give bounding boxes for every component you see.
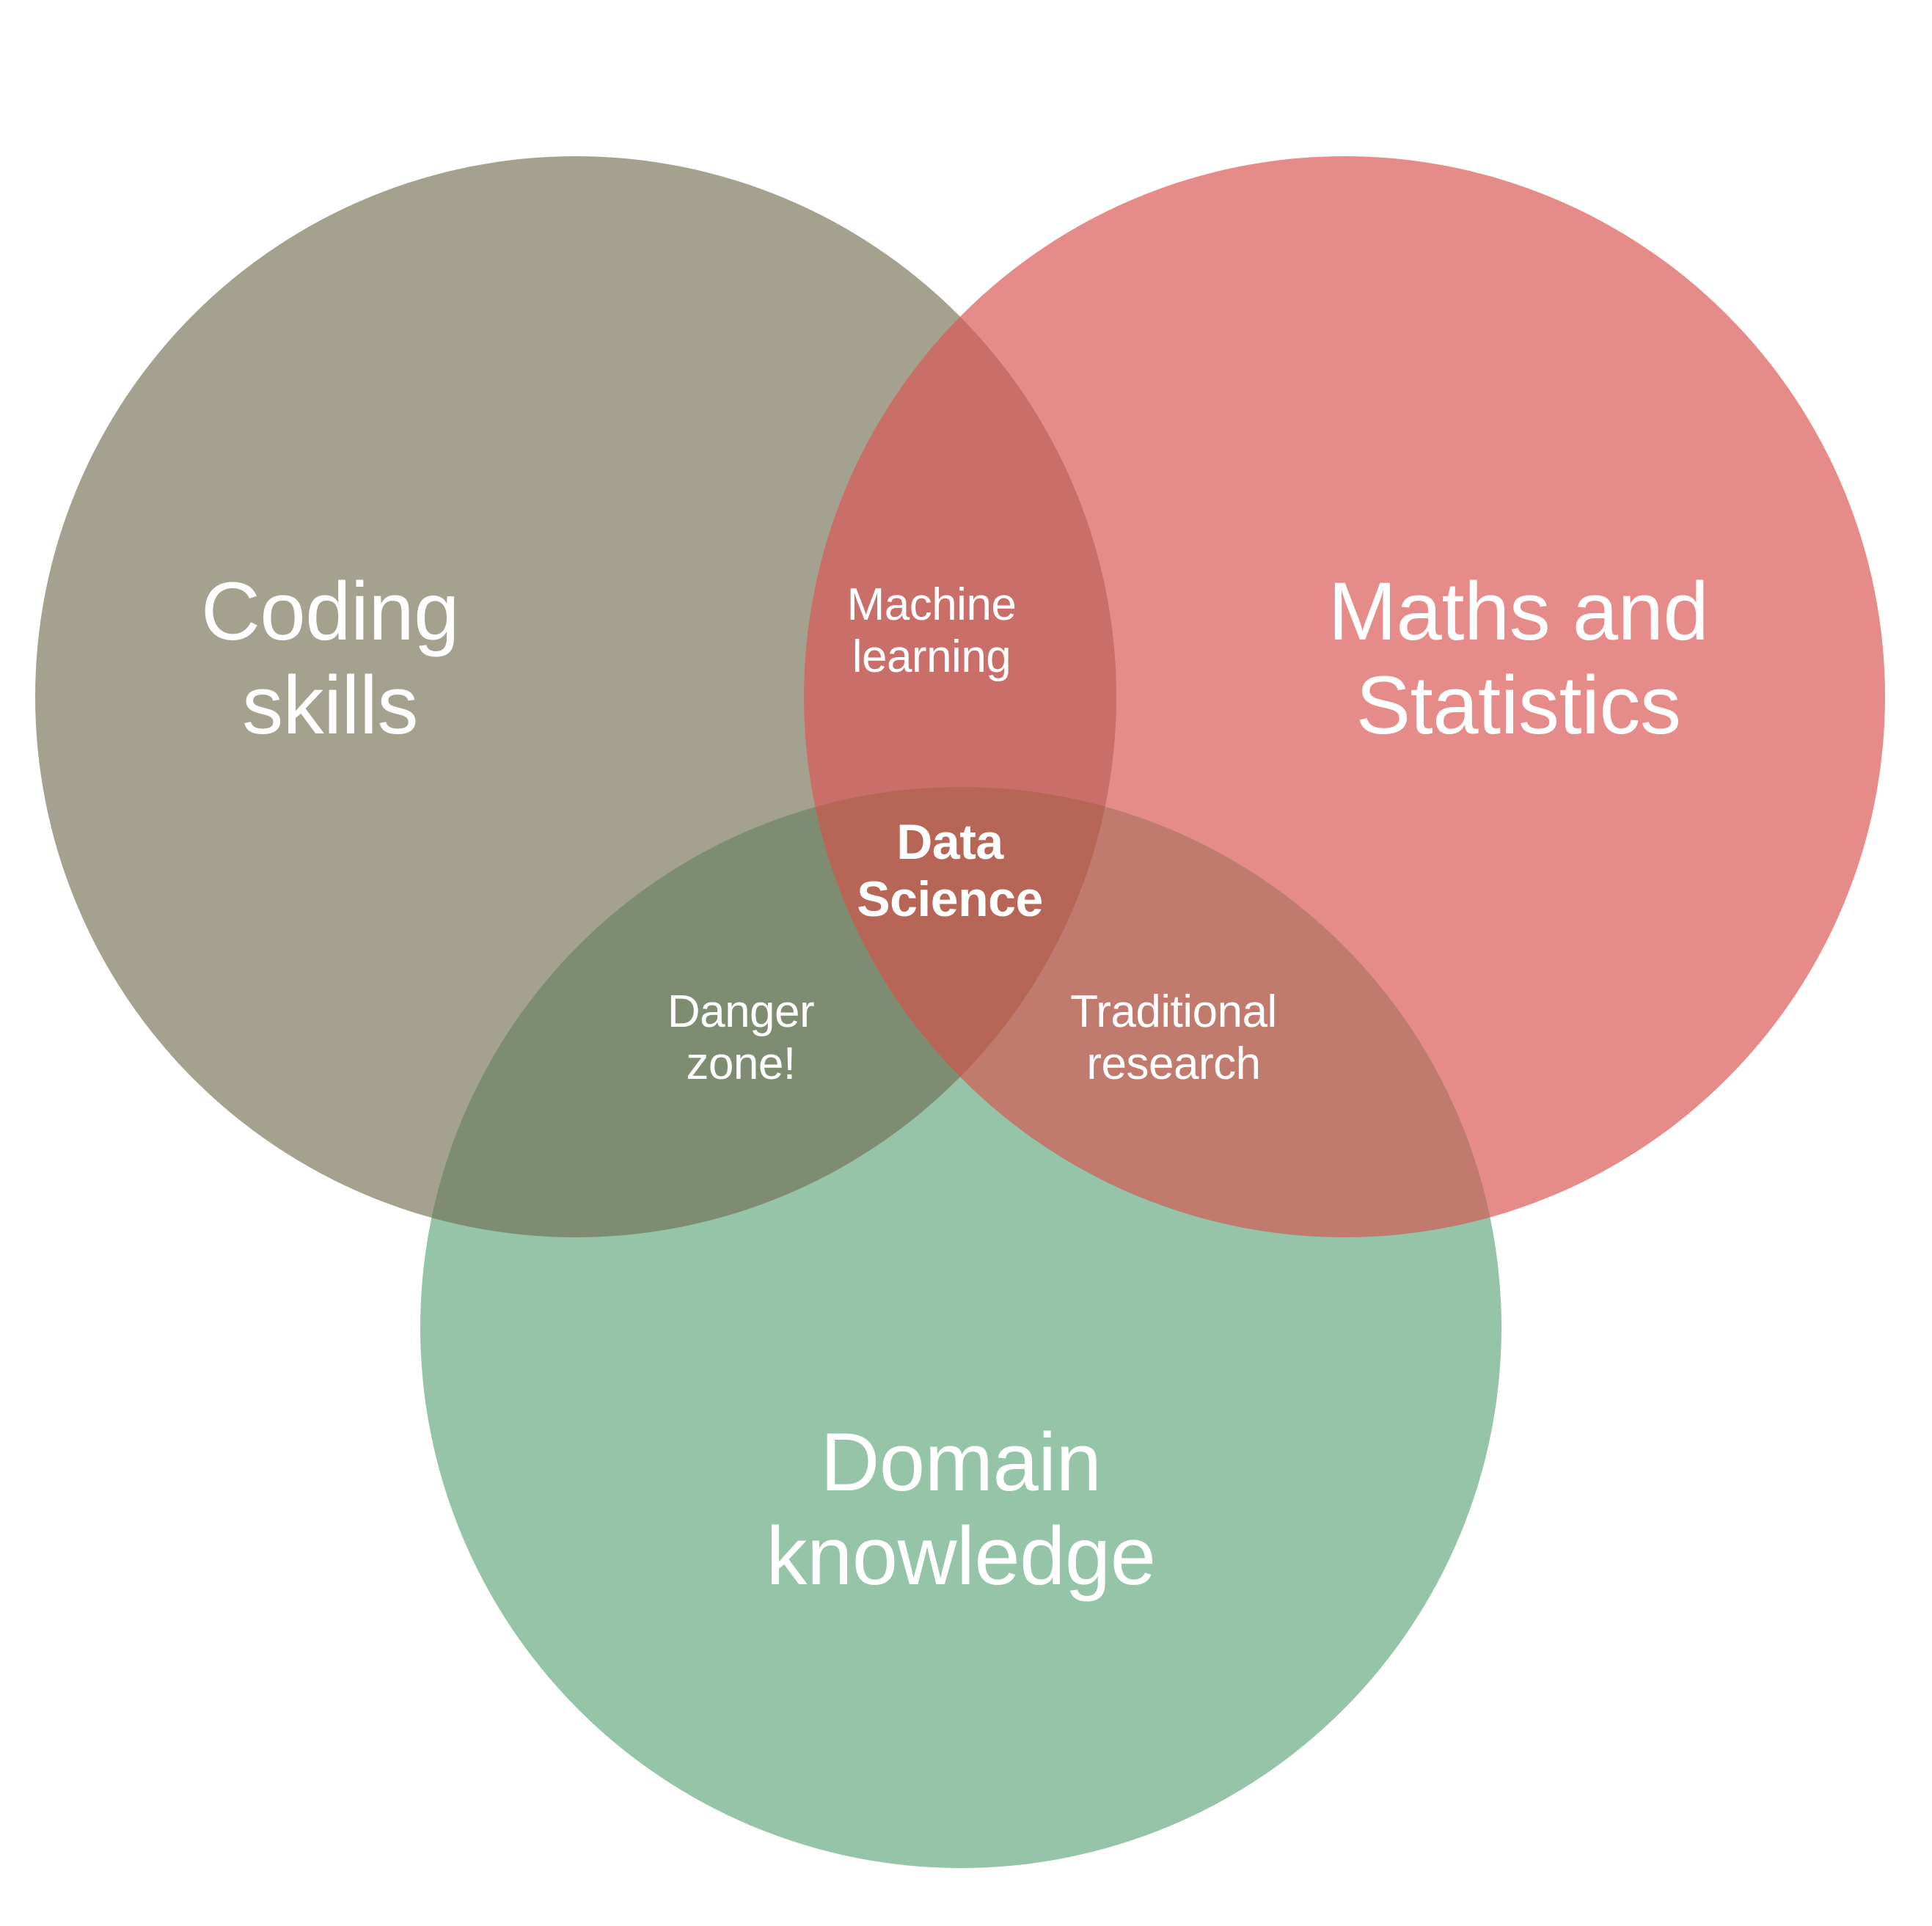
intersection-traditional-research [804, 787, 1501, 1237]
intersection-danger-zone [420, 787, 1116, 1237]
